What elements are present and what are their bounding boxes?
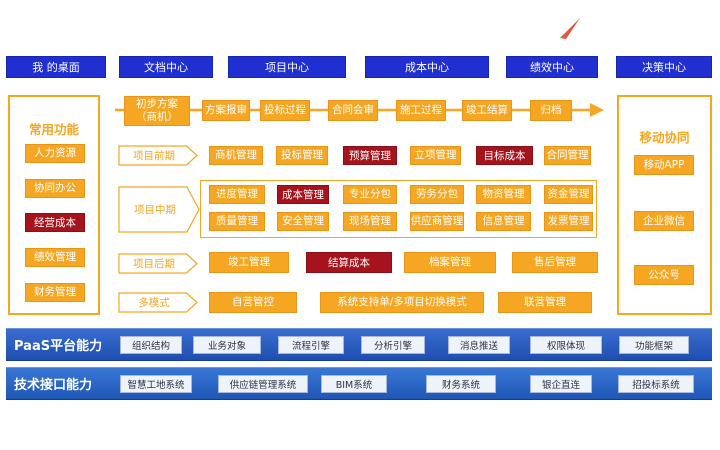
paas-chip-2[interactable]: 流程引擎: [278, 336, 344, 354]
early-item-0[interactable]: 商机管理: [209, 146, 263, 165]
red-accent-mark: [560, 18, 580, 39]
phase-early-chevron-label: 项目前期: [133, 150, 175, 162]
paas-chip-6[interactable]: 功能框架: [619, 336, 689, 354]
process-step-initial-plan-line1: 初步方案: [136, 98, 178, 111]
mid-row1-item-3[interactable]: 劳务分包: [410, 185, 464, 204]
process-step-2[interactable]: 合同会审: [328, 100, 378, 121]
tech-title: 技术接口能力: [14, 378, 93, 393]
right-item-0[interactable]: 移动APP: [634, 155, 694, 175]
late-item-2[interactable]: 档案管理: [404, 252, 496, 273]
paas-chip-3[interactable]: 分析引擎: [361, 336, 425, 354]
phase-mid-chevron: 项目中期: [118, 186, 200, 233]
paas-chip-5[interactable]: 权限体现: [530, 336, 602, 354]
mid-row1-item-5[interactable]: 资金管理: [544, 185, 593, 204]
mid-row1-item-1[interactable]: 成本管理: [277, 185, 329, 204]
mid-row1-item-4[interactable]: 物资管理: [476, 185, 531, 204]
left-item-3[interactable]: 绩效管理: [25, 248, 85, 267]
phase-multi-chevron: 多模式: [118, 292, 198, 313]
mid-row2-item-4[interactable]: 信息管理: [476, 212, 531, 231]
common-functions-title: 常用功能: [28, 122, 79, 137]
paas-band: [6, 328, 712, 361]
process-step-initial-plan-line2: （商机）: [136, 111, 178, 123]
top-nav-item-1[interactable]: 文档中心: [119, 56, 213, 78]
phase-mid-chevron-label: 项目中期: [134, 204, 176, 216]
mid-row1-item-2[interactable]: 专业分包: [343, 185, 397, 204]
multi-item-0[interactable]: 自营管控: [209, 292, 297, 313]
mid-row2-item-3[interactable]: 供应商管理: [410, 212, 464, 231]
left-item-2[interactable]: 经营成本: [25, 213, 85, 232]
top-nav-item-5[interactable]: 决策中心: [616, 56, 712, 78]
tech-chip-0[interactable]: 智慧工地系统: [120, 375, 192, 393]
process-step-initial-plan[interactable]: 初步方案 （商机）: [124, 96, 190, 126]
late-item-3[interactable]: 售后管理: [512, 252, 598, 273]
multi-item-1[interactable]: 系统支持单/多项目切换模式: [320, 292, 484, 313]
top-nav-item-2[interactable]: 项目中心: [228, 56, 346, 78]
multi-item-2[interactable]: 联营管理: [498, 292, 592, 313]
early-item-1[interactable]: 投标管理: [276, 146, 328, 165]
mobile-collab-title: 移动协同: [639, 130, 690, 145]
late-item-1[interactable]: 结算成本: [306, 252, 392, 273]
right-item-1[interactable]: 企业微信: [634, 211, 694, 231]
late-item-0[interactable]: 竣工管理: [209, 252, 289, 273]
tech-chip-1[interactable]: 供应链管理系统: [218, 375, 308, 393]
early-item-2[interactable]: 预算管理: [343, 146, 397, 165]
early-item-3[interactable]: 立项管理: [410, 146, 461, 165]
phase-multi-chevron-label: 多模式: [138, 297, 170, 309]
paas-chip-0[interactable]: 组织结构: [120, 336, 182, 354]
mid-row2-item-1[interactable]: 安全管理: [277, 212, 329, 231]
process-step-3[interactable]: 施工过程: [396, 100, 446, 121]
phase-late-chevron-label: 项目后期: [133, 258, 175, 270]
process-step-5[interactable]: 归档: [530, 100, 572, 121]
left-item-1[interactable]: 协同办公: [25, 179, 85, 198]
phase-early-chevron: 项目前期: [118, 145, 198, 166]
process-step-0[interactable]: 方案报审: [202, 100, 250, 121]
paas-chip-1[interactable]: 业务对象: [193, 336, 261, 354]
mid-row1-item-0[interactable]: 进度管理: [209, 185, 265, 204]
mid-row2-item-2[interactable]: 现场管理: [343, 212, 397, 231]
left-item-0[interactable]: 人力资源: [25, 144, 85, 163]
paas-title: PaaS平台能力: [14, 339, 103, 354]
top-nav-item-0[interactable]: 我 的桌面: [6, 56, 106, 78]
process-step-1[interactable]: 投标过程: [260, 100, 310, 121]
common-functions-panel: 常用功能: [8, 95, 100, 315]
paas-chip-4[interactable]: 消息推送: [448, 336, 510, 354]
mid-row2-item-0[interactable]: 质量管理: [209, 212, 265, 231]
left-item-4[interactable]: 财务管理: [25, 283, 85, 302]
early-item-5[interactable]: 合同管理: [544, 146, 591, 165]
tech-chip-2[interactable]: BIM系统: [321, 375, 387, 393]
tech-chip-5[interactable]: 招投标系统: [618, 375, 694, 393]
right-item-2[interactable]: 公众号: [634, 265, 694, 285]
phase-late-chevron: 项目后期: [118, 253, 198, 274]
top-nav-item-3[interactable]: 成本中心: [365, 56, 489, 78]
tech-chip-3[interactable]: 财务系统: [426, 375, 496, 393]
tech-chip-4[interactable]: 银企直连: [530, 375, 592, 393]
process-step-4[interactable]: 竣工结算: [462, 100, 512, 121]
top-nav-item-4[interactable]: 绩效中心: [506, 56, 598, 78]
early-item-4[interactable]: 目标成本: [476, 146, 533, 165]
mid-row2-item-5[interactable]: 发票管理: [544, 212, 593, 231]
